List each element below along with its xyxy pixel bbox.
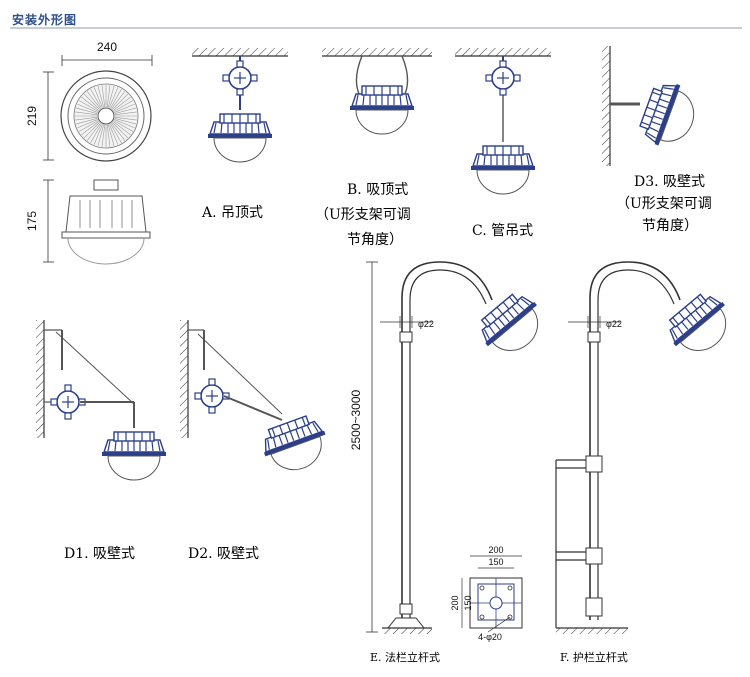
fixture-top-view xyxy=(43,55,153,162)
label-f: F. 护栏立杆式 xyxy=(560,650,628,664)
install-b-ceiling xyxy=(322,48,432,135)
label-a: A. 吊顶式 xyxy=(201,205,263,221)
install-d1-wall xyxy=(36,320,167,481)
dim-pipe-e: φ22 xyxy=(418,319,434,329)
dim-bolt: 4-φ20 xyxy=(478,632,502,642)
dim-base-outer: 200 xyxy=(488,545,503,555)
install-a-pendant xyxy=(192,48,288,163)
install-c-pipe xyxy=(455,48,551,195)
fixture-side-view xyxy=(43,179,151,265)
install-f-guardrail-pole xyxy=(555,261,742,634)
dim-base-outer-v: 200 xyxy=(450,595,460,610)
label-b-line3: 节角度） xyxy=(347,232,403,248)
flange-base-detail xyxy=(461,555,523,633)
dim-pipe-f: φ22 xyxy=(606,319,622,329)
install-d2-wall xyxy=(180,320,335,480)
dim-base-inner-v: 150 xyxy=(463,595,473,610)
label-d2: D2. 吸壁式 xyxy=(188,546,259,562)
label-d3-line3: 节角度） xyxy=(642,218,698,234)
section-title: 安装外形图 xyxy=(12,13,78,27)
install-e-flange-pole xyxy=(366,261,554,634)
label-c: C. 管吊式 xyxy=(472,223,533,239)
dim-height-side: 175 xyxy=(25,211,39,231)
dim-height-top: 219 xyxy=(25,106,39,126)
label-b-line1: B. 吸顶式 xyxy=(347,182,408,198)
label-e: E. 法栏立杆式 xyxy=(370,650,440,664)
dim-pole-height: 2500~3000 xyxy=(349,389,363,450)
label-d3-line2: （U形支架可调 xyxy=(616,196,712,212)
dim-width: 240 xyxy=(97,40,117,54)
header-divider xyxy=(10,27,742,29)
dim-base-inner: 150 xyxy=(488,557,503,567)
label-d3-line1: D3. 吸壁式 xyxy=(634,174,705,190)
label-b-line2: （U形支架可调 xyxy=(315,207,411,223)
install-d3-wall xyxy=(602,46,704,166)
section-header: 安装外形图 xyxy=(12,9,77,28)
label-d1: D1. 吸壁式 xyxy=(64,546,135,562)
